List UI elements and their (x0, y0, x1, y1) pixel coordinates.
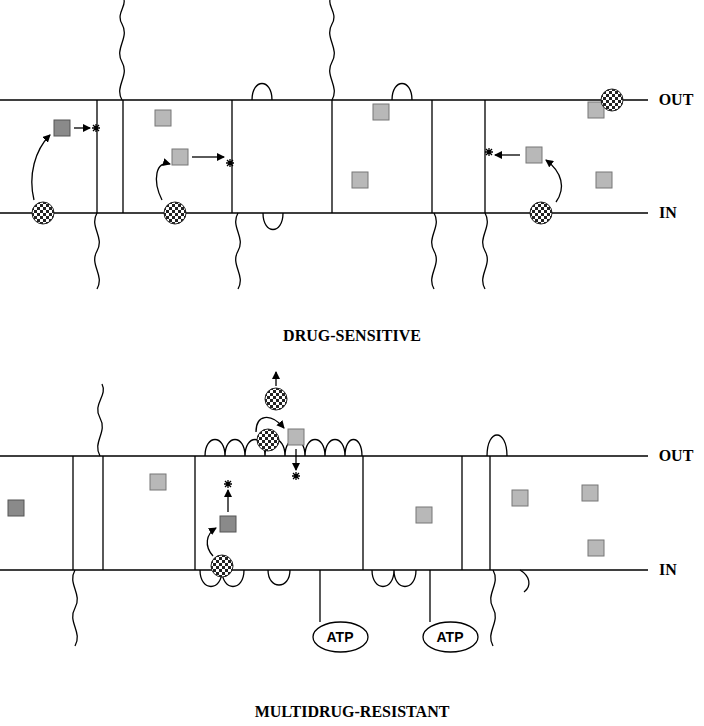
side-label: IN (659, 561, 677, 579)
atp-ellipse: ATP (312, 621, 369, 653)
panel-title: MULTIDRUG-RESISTANT (255, 703, 450, 721)
side-label: IN (659, 204, 677, 222)
side-label: OUT (659, 91, 694, 109)
side-label: OUT (659, 447, 694, 465)
node-text-group: ATP (312, 621, 369, 645)
atp-label: ATP (312, 629, 369, 645)
atp-ellipse: ATP (422, 621, 479, 653)
node-text-group: ATP (422, 621, 479, 645)
panel-title: DRUG-SENSITIVE (283, 327, 421, 345)
atp-label: ATP (422, 629, 479, 645)
